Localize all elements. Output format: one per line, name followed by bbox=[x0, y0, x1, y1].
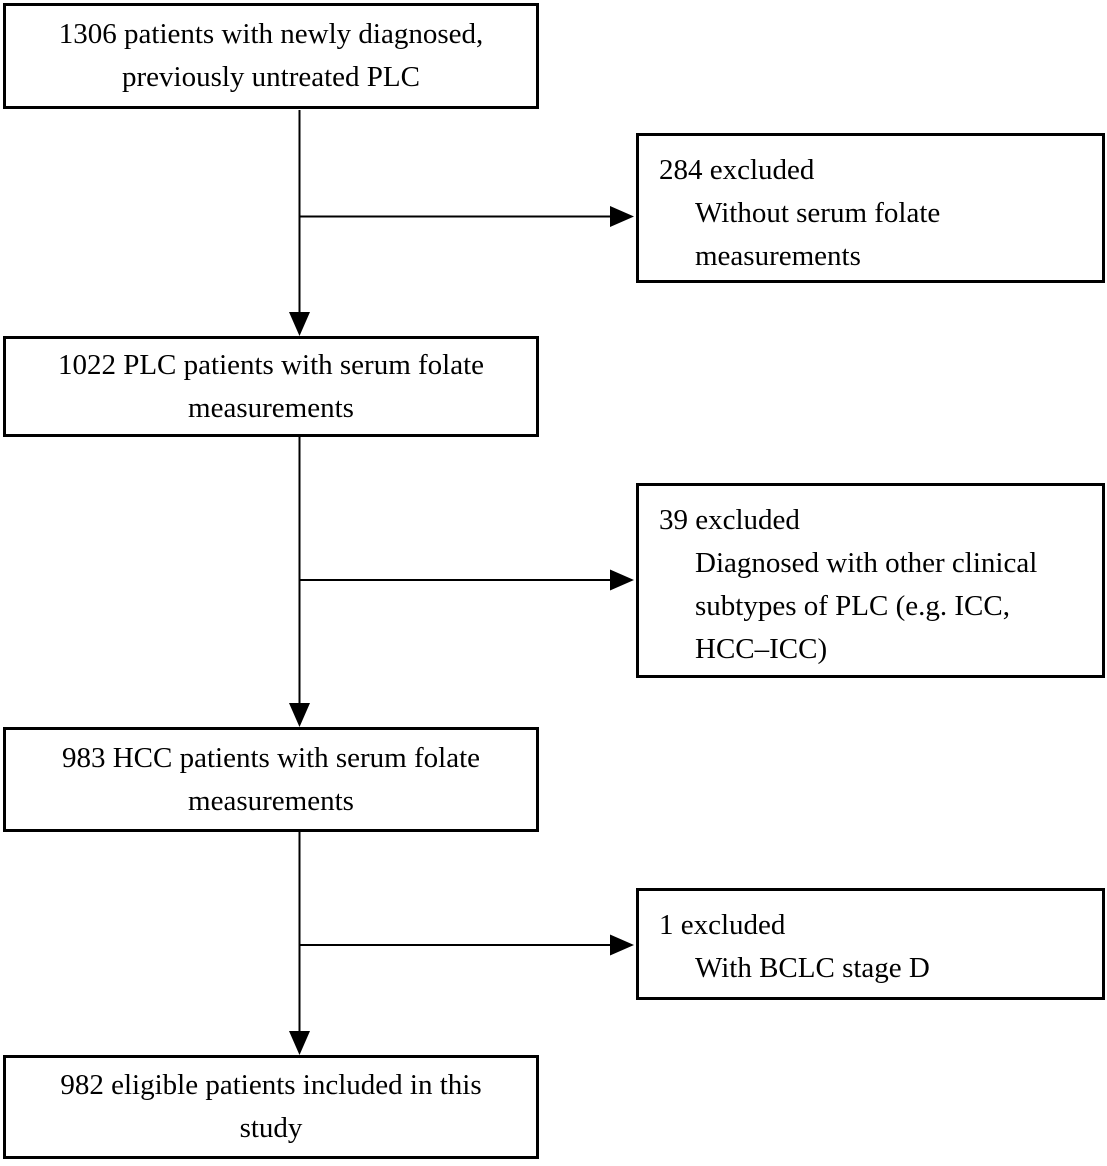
arrow-down-icon bbox=[289, 1031, 310, 1055]
arrow-down-icon bbox=[289, 703, 310, 727]
flow-box-plc-with-folate: 1022 PLC patients with serum folate meas… bbox=[3, 336, 539, 437]
exclusion-detail: subtypes of PLC (e.g. ICC, bbox=[695, 590, 1010, 622]
exclusion-box-other-subtypes: 39 excluded Diagnosed with other clinica… bbox=[636, 483, 1105, 678]
flow-box-line: previously untreated PLC bbox=[121, 61, 420, 93]
flow-box-line: study bbox=[239, 1112, 303, 1144]
flow-box-line: 1022 PLC patients with serum folate bbox=[57, 348, 485, 381]
exclusion-box-bclc-stage-d: 1 excluded With BCLC stage D bbox=[636, 888, 1105, 1000]
exclusion-box-no-folate: 284 excluded Without serum folate measur… bbox=[636, 133, 1105, 283]
flow-box-eligible-patients: 982 eligible patients included in this s… bbox=[3, 1055, 539, 1159]
arrow-right-icon bbox=[610, 569, 634, 591]
flow-box-line: 1306 patients with newly diagnosed, bbox=[58, 18, 484, 50]
exclusion-detail: With BCLC stage D bbox=[695, 952, 930, 984]
flow-box-line: 983 HCC patients with serum folate bbox=[61, 741, 481, 774]
exclusion-detail: Without serum folate bbox=[695, 197, 941, 229]
exclusion-detail: Diagnosed with other clinical bbox=[695, 547, 1038, 579]
flow-box-line: measurements bbox=[188, 784, 354, 817]
flow-box-hcc-with-folate: 983 HCC patients with serum folate measu… bbox=[3, 727, 539, 832]
exclusion-count: 39 excluded bbox=[659, 504, 800, 536]
exclusion-count: 284 excluded bbox=[659, 154, 815, 186]
flow-box-line: measurements bbox=[188, 391, 354, 424]
flow-box-line: 982 eligible patients included in this bbox=[60, 1069, 482, 1101]
arrow-right-icon bbox=[610, 206, 634, 227]
arrow-right-icon bbox=[610, 934, 634, 956]
exclusion-count: 1 excluded bbox=[659, 909, 786, 941]
flow-box-total-patients: 1306 patients with newly diagnosed, prev… bbox=[3, 3, 539, 109]
arrow-down-icon bbox=[289, 312, 310, 336]
exclusion-detail: measurements bbox=[695, 240, 861, 272]
exclusion-detail: HCC–ICC) bbox=[695, 633, 828, 665]
